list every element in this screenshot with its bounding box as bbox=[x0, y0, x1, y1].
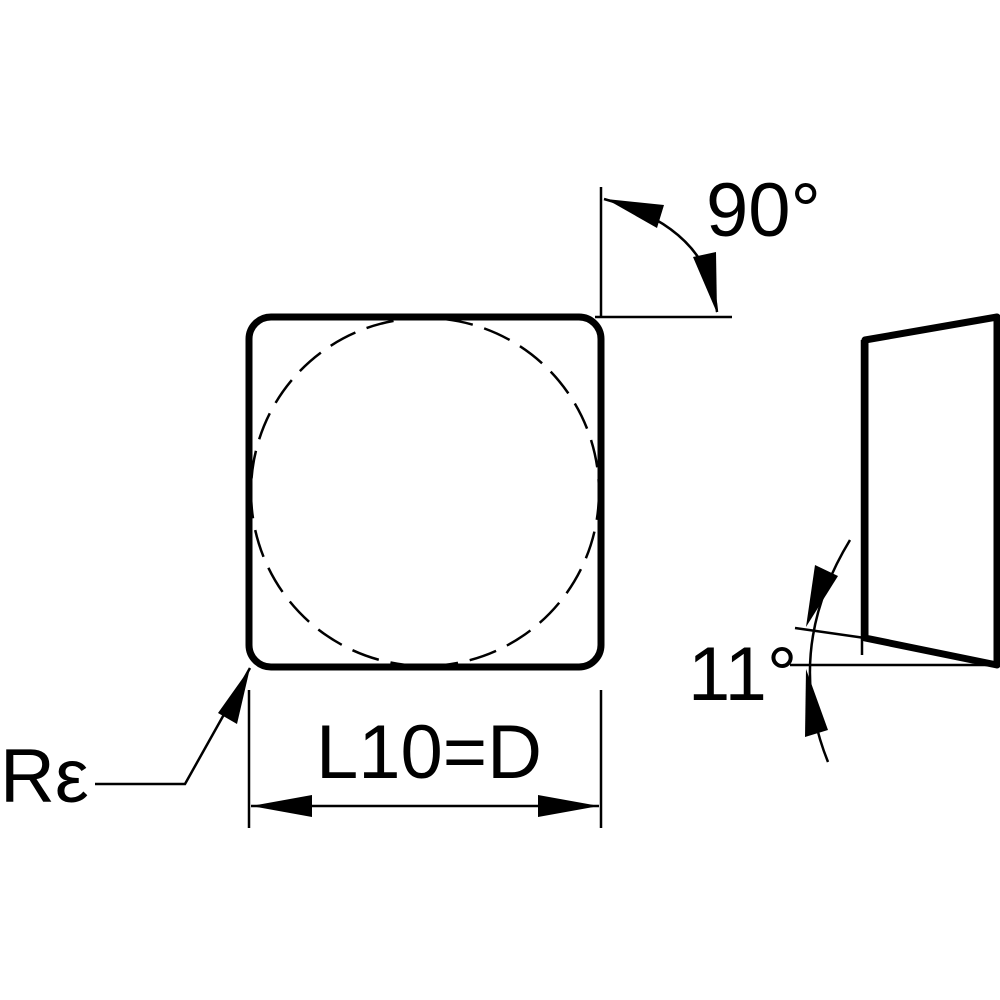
angle-90-label: 90° bbox=[706, 168, 821, 253]
angle-90-arrow-bottom bbox=[693, 252, 717, 313]
angle-11-arrow-top bbox=[806, 565, 838, 627]
radius-leader-line bbox=[95, 667, 252, 786]
angle-90-arrow-top bbox=[606, 199, 664, 228]
angle-11-arc bbox=[808, 539, 852, 763]
angle-11-arrow-bottom bbox=[805, 669, 828, 737]
length-arrow-left bbox=[251, 795, 312, 817]
insert-side-view: 11° bbox=[688, 313, 1000, 763]
angle-90-dimension: 90° bbox=[595, 168, 821, 319]
insert-top-view bbox=[245, 313, 605, 671]
radius-label: Rε bbox=[0, 734, 89, 819]
length-label: L10=D bbox=[316, 710, 542, 795]
corner-radius-leader: Rε bbox=[0, 667, 252, 819]
length-dimension: L10=D bbox=[247, 690, 603, 828]
length-arrow-right bbox=[538, 795, 599, 817]
inscribed-circle bbox=[249, 316, 601, 668]
side-clearance-line bbox=[794, 626, 866, 640]
side-profile-outline bbox=[861, 313, 1000, 669]
angle-11-label: 11° bbox=[688, 632, 797, 717]
radius-arrow bbox=[218, 668, 250, 724]
